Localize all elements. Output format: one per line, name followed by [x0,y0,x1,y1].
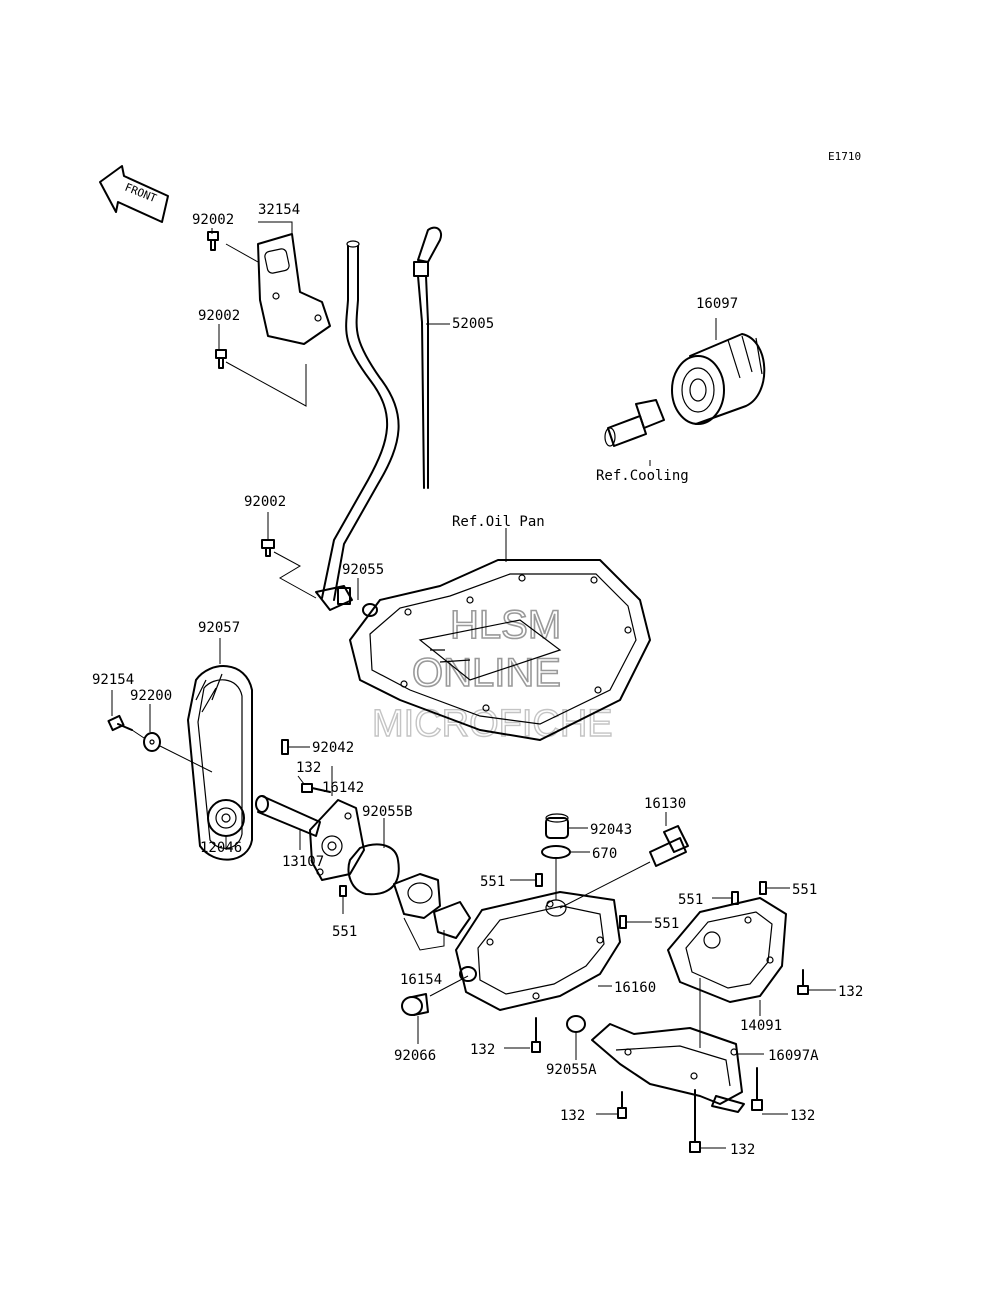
ref-cooling: Ref.Cooling [596,468,689,484]
label-551-c: 551 [654,916,679,932]
label-92154: 92154 [92,672,134,688]
label-551-a: 551 [332,924,357,940]
cover-14091 [667,897,787,1003]
dipstick-52005 [413,226,442,489]
label-16097a: 16097A [768,1048,819,1064]
bolt-132-f [689,1089,701,1153]
plug-92043 [545,813,569,839]
sprocket-12046 [207,799,245,837]
label-92043: 92043 [590,822,632,838]
label-551-d: 551 [678,892,703,908]
shaft-13107 [255,795,321,837]
label-132-a: 132 [296,760,321,776]
label-14091: 14091 [740,1018,782,1034]
bolt-92002-b [215,349,227,369]
label-670: 670 [592,846,617,862]
front-arrow-icon: FRONT [99,165,169,223]
label-551-e: 551 [792,882,817,898]
fitting-cooling [604,399,665,447]
label-92200: 92200 [130,688,172,704]
chain-92057 [187,665,253,861]
bolt-132-a [301,783,331,793]
watermark: HLSM ONLINE MICROFICHE [371,602,613,746]
rotor-16154 [393,873,471,939]
label-16154: 16154 [400,972,442,988]
label-16130: 16130 [644,796,686,812]
o-ring-670 [541,845,571,859]
watermark-line3: MICROFICHE [372,703,613,745]
label-132-b: 132 [838,984,863,1000]
gasket-92055b [347,843,400,896]
label-92042: 92042 [312,740,354,756]
label-92002-b: 92002 [198,308,240,324]
label-92055a: 92055A [546,1062,597,1078]
label-92002-a: 92002 [192,212,234,228]
pin-92042 [281,739,289,755]
label-132-f: 132 [730,1142,755,1158]
washer-92200 [143,732,161,752]
watermark-line1: HLSM [450,603,561,647]
bolt-92002-c [261,539,275,557]
label-52005: 52005 [452,316,494,332]
oil-filler-tube [315,240,400,611]
label-132-d: 132 [560,1108,585,1124]
bolt-92002-a [207,231,219,251]
bolt-132-b [531,1017,541,1053]
relief-valve-16130 [649,825,689,867]
bolt-92154 [107,714,133,732]
label-92055: 92055 [342,562,384,578]
pin-551-c [619,915,627,929]
label-92002-c: 92002 [244,494,286,510]
ref-oil-pan: Ref.Oil Pan [452,514,545,530]
label-16142: 16142 [322,780,364,796]
label-92057: 92057 [198,620,240,636]
oil-pan [349,559,651,741]
oil-pump-16142 [309,799,365,881]
pin-551-e [759,881,767,895]
label-16097: 16097 [696,296,738,312]
pin-551-a [339,885,347,897]
label-132-c: 132 [470,1042,495,1058]
oil-filter-16097 [671,333,766,425]
pin-551-d [731,891,739,905]
bolt-132-c [797,969,809,995]
o-ring-92055a [566,1015,586,1033]
label-32154: 32154 [258,202,300,218]
pin-551-b [535,873,543,887]
diagram-code: E1710 [828,150,861,163]
strainer-16097a [591,1023,745,1113]
collar-92066 [401,993,429,1016]
bracket-32154 [257,233,331,345]
pump-housing-16160 [455,891,621,1011]
label-92055b: 92055B [362,804,413,820]
label-16160: 16160 [614,980,656,996]
label-13107: 13107 [282,854,324,870]
label-551-b: 551 [480,874,505,890]
label-92066: 92066 [394,1048,436,1064]
bolt-132-d [617,1091,627,1119]
label-12046: 12046 [200,840,242,856]
label-132-e: 132 [790,1108,815,1124]
o-ring-92055 [362,603,378,617]
bolt-132-e [751,1067,763,1111]
